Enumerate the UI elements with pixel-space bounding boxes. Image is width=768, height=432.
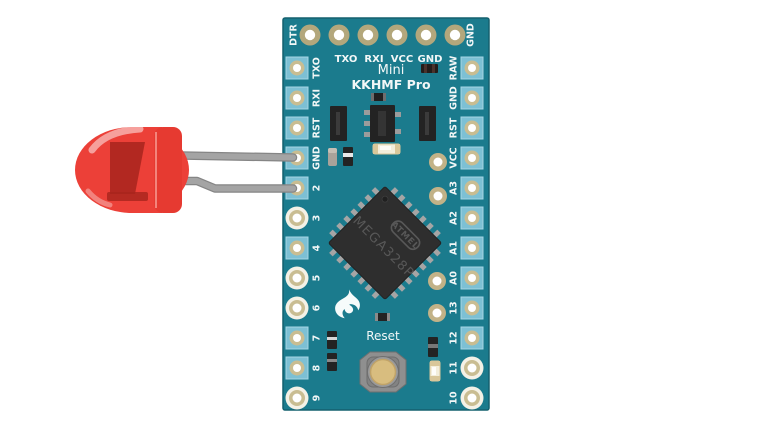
reset-button-cap[interactable] <box>369 358 397 386</box>
pin-label-left-9: 7 <box>311 335 322 342</box>
pin-label-left-5: 3 <box>311 215 322 222</box>
pin-label-right-3: VCC <box>448 147 459 168</box>
pin-vcc-right[interactable] <box>460 146 484 170</box>
reset-button[interactable] <box>359 351 407 393</box>
pin-a3[interactable] <box>460 176 484 200</box>
top-hole-row[interactable] <box>299 24 466 46</box>
smd-resistor-topcenter <box>371 93 386 101</box>
pin-rxi-left[interactable] <box>285 86 309 110</box>
left-pin-column: TXO RXI RST GND 2 3 4 5 6 7 8 9 <box>285 56 322 410</box>
led-lead-to-gnd-core <box>178 152 296 161</box>
led-post <box>107 192 148 201</box>
voltage-regulator <box>364 105 401 142</box>
pin-label-right-6: A1 <box>448 241 459 255</box>
pin-txo-left[interactable] <box>285 56 309 80</box>
pin-label-right-1: GND <box>448 86 459 110</box>
pin-a0[interactable] <box>460 266 484 290</box>
pin-label-right-5: A2 <box>448 211 459 225</box>
pin-a1[interactable] <box>460 236 484 260</box>
pin-d8[interactable] <box>285 356 309 380</box>
smd-resistor-br <box>428 337 438 357</box>
led-leads <box>176 151 298 193</box>
pin-label-left-11: 9 <box>311 395 322 402</box>
pin-d10[interactable] <box>460 386 484 410</box>
pin-d11[interactable] <box>460 356 484 380</box>
pin-a2[interactable] <box>460 206 484 230</box>
capacitor-left <box>328 148 337 166</box>
pin-label-right-2: RST <box>448 117 459 138</box>
smd-components <box>327 64 441 382</box>
pin-label-left-7: 5 <box>311 275 322 282</box>
board-title-kkhmf: KKHMF Pro <box>351 77 430 92</box>
label-gnd-topright: GND <box>465 23 476 47</box>
chip-pin1-dot <box>381 195 389 203</box>
led-highlight-bottom <box>85 188 113 208</box>
label-dtr: DTR <box>288 23 299 45</box>
pin-label-right-0: RAW <box>448 55 459 80</box>
pin-label-left-6: 4 <box>311 244 322 251</box>
transistor-left <box>330 106 347 141</box>
pin-d13[interactable] <box>460 296 484 320</box>
led-lead-to-pin2-core <box>178 178 296 192</box>
smd-resistor-mid <box>343 147 353 166</box>
pin-label-right-4: A3 <box>448 181 459 195</box>
label-top-gnd: GND <box>418 54 443 65</box>
pin-label-left-3: GND <box>311 146 322 170</box>
smd-resistor-above-reset <box>375 313 390 321</box>
chip-body <box>328 186 442 300</box>
pin-d3[interactable] <box>285 206 309 230</box>
smd-resistor-topright <box>421 64 438 73</box>
pin-rst-right[interactable] <box>460 116 484 140</box>
pin-label-left-2: RST <box>311 117 322 138</box>
smd-resistor-bl1 <box>327 331 337 349</box>
right-pin-column: RAW GND RST VCC A3 A2 A1 A0 13 12 11 10 <box>448 55 484 410</box>
pin-d6[interactable] <box>285 296 309 320</box>
label-top-rxi: RXI <box>364 54 383 65</box>
pin-gnd-right[interactable] <box>460 86 484 110</box>
pin-d5[interactable] <box>285 266 309 290</box>
pin-rst-left[interactable] <box>285 116 309 140</box>
pin-d4[interactable] <box>285 236 309 260</box>
reset-label: Reset <box>366 329 400 343</box>
pin-label-left-4: 2 <box>311 185 322 192</box>
pin-label-right-9: 12 <box>448 331 459 344</box>
pin-label-left-0: TXO <box>311 57 322 79</box>
pin-label-right-8: 13 <box>448 301 459 314</box>
pin-label-left-10: 8 <box>311 364 322 371</box>
board-title-mini: Mini <box>378 63 405 78</box>
pin-d7[interactable] <box>285 326 309 350</box>
flame-logo <box>335 289 360 319</box>
pin-d12[interactable] <box>460 326 484 350</box>
power-led <box>372 143 401 155</box>
smd-resistor-bl2 <box>327 353 337 371</box>
red-led[interactable] <box>75 125 189 213</box>
pin-label-left-1: RXI <box>311 89 322 107</box>
arduino-pro-mini-board[interactable]: DTR GND TXO RXI VCC GND Mini KKHMF Pro T… <box>282 17 490 411</box>
transistor-right <box>419 106 436 141</box>
pin-d9[interactable] <box>285 386 309 410</box>
pin-raw[interactable] <box>460 56 484 80</box>
pin-label-right-10: 11 <box>448 361 459 374</box>
label-top-txo: TXO <box>335 54 358 65</box>
label-top-vcc: VCC <box>391 54 413 65</box>
atmega328p-chip: ATMEL MEGA328P <box>328 186 442 300</box>
pin13-led <box>429 360 441 382</box>
pin-label-right-11: 10 <box>448 391 459 405</box>
led-highlight-top <box>88 125 144 154</box>
pin-label-left-8: 6 <box>311 304 322 311</box>
pin-label-right-7: A0 <box>448 271 459 285</box>
inner-analog-holes[interactable] <box>428 153 447 322</box>
led-anvil <box>110 142 145 194</box>
led-flange <box>154 127 182 213</box>
